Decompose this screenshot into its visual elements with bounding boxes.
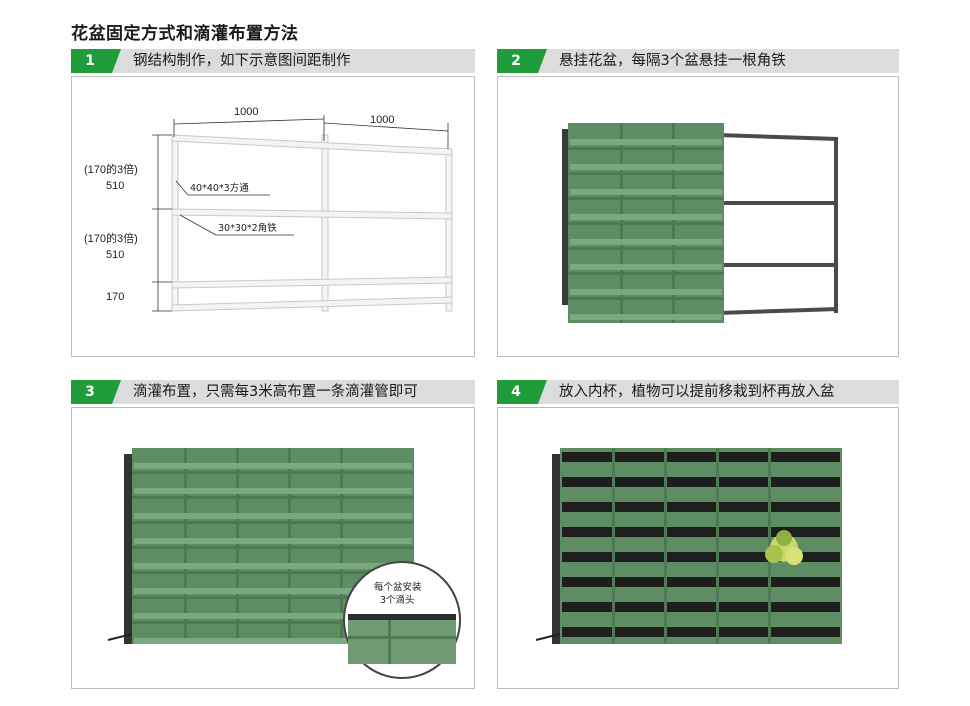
dim-left-value-2: 510 bbox=[106, 249, 124, 261]
dim-top-2: 1000 bbox=[370, 114, 394, 126]
planter-wall-with-drip: 每个盆安装 3个滴头 bbox=[107, 448, 461, 679]
step-number-badge: 1 bbox=[71, 49, 121, 73]
zoom-callout-line-2: 3个滴头 bbox=[380, 594, 415, 606]
planter-wall bbox=[132, 448, 414, 644]
planter-wall-with-cups bbox=[535, 448, 842, 644]
dim-left-note-2: (170的3倍) bbox=[84, 231, 138, 245]
step-header: 4 放入内杯，植物可以提前移栽到杯再放入盆 bbox=[497, 380, 899, 404]
step-header: 2 悬挂花盆，每隔3个盆悬挂一根角铁 bbox=[497, 49, 899, 73]
step-header: 1 钢结构制作，如下示意图间距制作 bbox=[71, 49, 475, 73]
step-panel-3: 3 滴灌布置，只需每3米高布置一条滴灌管即可 bbox=[71, 380, 475, 689]
plant-icon bbox=[765, 530, 803, 565]
zoom-callout-line-1: 每个盆安装 bbox=[374, 581, 422, 593]
step-number-badge: 2 bbox=[497, 49, 547, 73]
dim-left-value-1: 510 bbox=[106, 180, 124, 192]
planter-wall bbox=[560, 448, 842, 644]
step-label: 放入内杯，植物可以提前移栽到杯再放入盆 bbox=[559, 384, 835, 400]
step-panel-1: 1 钢结构制作，如下示意图间距制作 1000 bbox=[71, 49, 475, 357]
page-title: 花盆固定方式和滴灌布置方法 bbox=[71, 24, 299, 44]
step-panel-4: 4 放入内杯，植物可以提前移栽到杯再放入盆 bbox=[497, 380, 899, 689]
step-number-badge: 4 bbox=[497, 380, 547, 404]
drip-zoom-circle bbox=[343, 561, 461, 679]
drip-irrigation-illustration: 每个盆安装 3个滴头 bbox=[71, 407, 475, 689]
planters-on-frame bbox=[562, 123, 839, 323]
step-label: 钢结构制作，如下示意图间距制作 bbox=[133, 53, 351, 69]
inner-cups-illustration bbox=[497, 407, 899, 689]
dim-left-note-1: (170的3倍) bbox=[84, 162, 138, 176]
hanging-planters-illustration bbox=[497, 76, 899, 357]
step-label: 悬挂花盆，每隔3个盆悬挂一根角铁 bbox=[559, 53, 786, 69]
dim-left-value-3: 170 bbox=[106, 291, 124, 303]
step-number-badge: 3 bbox=[71, 380, 121, 404]
callout-square-tube: 40*40*3方通 bbox=[190, 182, 249, 194]
callout-angle-iron: 30*30*2角铁 bbox=[218, 222, 277, 234]
planter-grid bbox=[568, 123, 724, 323]
step-header: 3 滴灌布置，只需每3米高布置一条滴灌管即可 bbox=[71, 380, 475, 404]
frame-diagram: 1000 1000 (170的3倍) 510 (170的3倍) 510 170 bbox=[71, 76, 475, 357]
step-panel-2: 2 悬挂花盆，每隔3个盆悬挂一根角铁 bbox=[497, 49, 899, 357]
steel-frame-drawing: 1000 1000 (170的3倍) 510 (170的3倍) 510 170 bbox=[84, 106, 453, 312]
step-label: 滴灌布置，只需每3米高布置一条滴灌管即可 bbox=[133, 384, 418, 400]
dim-top-1: 1000 bbox=[234, 106, 258, 118]
